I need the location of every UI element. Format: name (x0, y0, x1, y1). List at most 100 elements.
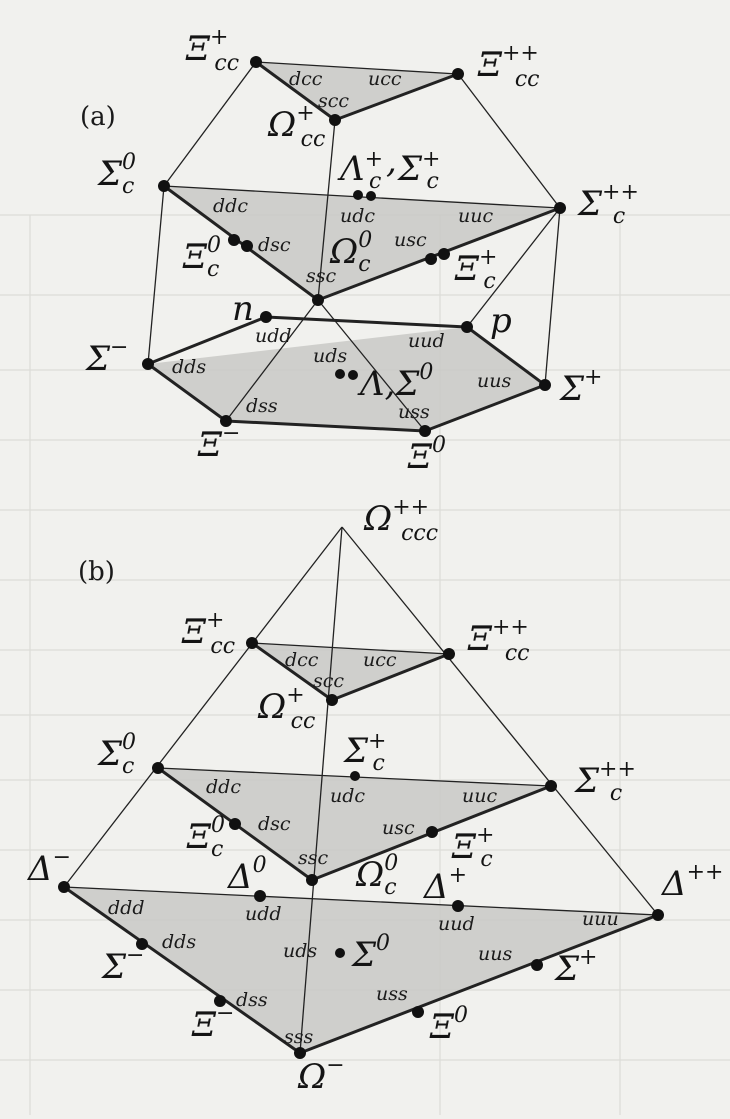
quark-ucc: ucc (368, 68, 402, 90)
dot-xi-c-zero-a (228, 234, 240, 246)
quark-b-dss: dss (236, 989, 268, 1011)
quark-udc: udc (340, 205, 375, 227)
label-xi-cc-plus: Ξ+cc (185, 25, 239, 76)
quark-uss: uss (398, 401, 430, 423)
quark-b-ucc: ucc (363, 649, 397, 671)
dot-lambda (335, 369, 345, 379)
label-b-omega-ccc: Ω++ccc (363, 495, 438, 546)
label-comma: , (386, 141, 397, 181)
quark-b-usc: usc (382, 817, 415, 839)
panel-b: (b) (26, 495, 723, 1097)
quark-b-ssc: ssc (298, 847, 329, 869)
dot-omega-c-zero (312, 294, 324, 306)
label-sigma-minus: Σ− (84, 335, 128, 379)
quark-b-uss: uss (376, 983, 408, 1005)
dot-xi-zero (419, 425, 431, 437)
dot-b-sigma-zero (335, 948, 345, 958)
dot-sigma-plus (539, 379, 551, 391)
quark-uud: uud (408, 330, 445, 352)
panel-a-states (142, 56, 566, 437)
label-b-sigma-zero: Σ0 (350, 931, 390, 975)
shaded-triangle-c-layer (164, 186, 560, 300)
dot-sigma-minus (142, 358, 154, 370)
panel-a-label: (a) (80, 102, 116, 132)
quark-uds: uds (313, 345, 347, 367)
tetrahedron-bold-edges (63, 641, 659, 1055)
dot-b-sigma-c-plus (350, 771, 360, 781)
panel-b-states (58, 637, 664, 1059)
label-b-xi-c-plus: Ξ+c (451, 823, 494, 872)
label-omega-cc-plus: Ω+cc (267, 101, 325, 152)
label-b-delta-plus: Δ+ (422, 863, 467, 907)
label-sigma-c-plus: Σ+c (396, 147, 440, 194)
dot-sigma-c-zero (158, 180, 170, 192)
dot-b-xi-cc-plusplus (443, 648, 455, 660)
label-b-omega-minus: Ω− (297, 1053, 345, 1097)
label-b-sigma-plus: Σ+ (553, 945, 597, 989)
quark-dcc: dcc (289, 68, 323, 90)
dot-xi-minus (220, 415, 232, 427)
dot-xi-cc-plus (250, 56, 262, 68)
quark-dsc: dsc (258, 234, 291, 256)
dot-sigma-c-plusplus (554, 202, 566, 214)
dot-neutron (260, 311, 272, 323)
label-xi-c-plus: Ξ+c (454, 245, 497, 294)
quark-uuc: uuc (458, 205, 493, 227)
panel-b-quark-labels: dcc ucc scc ddc udc uuc dsc usc ssc ddd … (108, 649, 619, 1048)
dot-b-delta-zero (254, 890, 266, 902)
label-xi-zero: Ξ0 (407, 433, 446, 477)
label-lambda-c-plus: Λ+c (337, 147, 383, 194)
dot-b-delta-plus (452, 900, 464, 912)
label-sigma-c-plusplus: Σ++c (576, 180, 639, 229)
quark-b-udc: udc (330, 785, 365, 807)
label-b-delta-zero: Δ0 (226, 853, 267, 897)
shaded-triangle-light-layer-b (64, 887, 658, 1053)
label-b-delta-minus: Δ− (26, 845, 71, 889)
shaded-hexagon-light-layer (148, 327, 545, 431)
dot-b-omega-minus (294, 1047, 306, 1059)
quark-ssc: ssc (306, 265, 337, 287)
dot-b-sigma-plus (531, 959, 543, 971)
dot-xi-c-zero-b (241, 240, 253, 252)
label-b-xi-cc-plusplus: Ξ++cc (467, 615, 529, 666)
quark-b-dds: dds (162, 931, 196, 953)
label-b-xi-minus: Ξ− (191, 1001, 234, 1045)
prism-bold-edges (147, 60, 561, 433)
quark-b-sss: sss (284, 1026, 314, 1048)
label-b-delta-plusplus: Δ++ (660, 860, 723, 904)
quark-b-uus: uus (478, 943, 512, 965)
quark-b-ddd: ddd (108, 897, 145, 919)
dot-b-xi-minus (214, 995, 226, 1007)
shaded-triangle-cc-layer-b (252, 643, 449, 700)
label-lambda-sigma-zero: Λ,Σ0 (357, 360, 433, 404)
dot-b-delta-plusplus (652, 909, 664, 921)
label-neutron: n (232, 289, 254, 329)
label-b-sigma-c-plusplus: Σ++c (573, 757, 636, 806)
dot-xi-c-plus-a (425, 253, 437, 265)
panel-a-quark-labels: dcc ucc scc ddc udc uuc dsc usc ssc udd … (172, 68, 511, 423)
dot-xi-c-plus-b (438, 248, 450, 260)
dot-b-xi-cc-plus (246, 637, 258, 649)
dot-b-xi-zero (412, 1006, 424, 1018)
label-sigma-plus: Σ+ (558, 365, 602, 409)
shaded-triangle-c-layer-b (158, 768, 551, 880)
panel-b-label: (b) (78, 557, 115, 587)
panel-a: (a) (80, 25, 639, 477)
dot-b-delta-minus (58, 881, 70, 893)
label-b-xi-cc-plus: Ξ+cc (181, 608, 235, 659)
tetrahedron-outline (63, 526, 659, 1054)
quark-dss: dss (246, 395, 278, 417)
shaded-triangle-cc-layer (256, 62, 458, 120)
quark-uus: uus (477, 370, 511, 392)
label-b-sigma-minus: Σ− (100, 943, 144, 987)
label-b-xi-zero: Ξ0 (429, 1003, 468, 1047)
dot-sigma-zero (348, 370, 358, 380)
